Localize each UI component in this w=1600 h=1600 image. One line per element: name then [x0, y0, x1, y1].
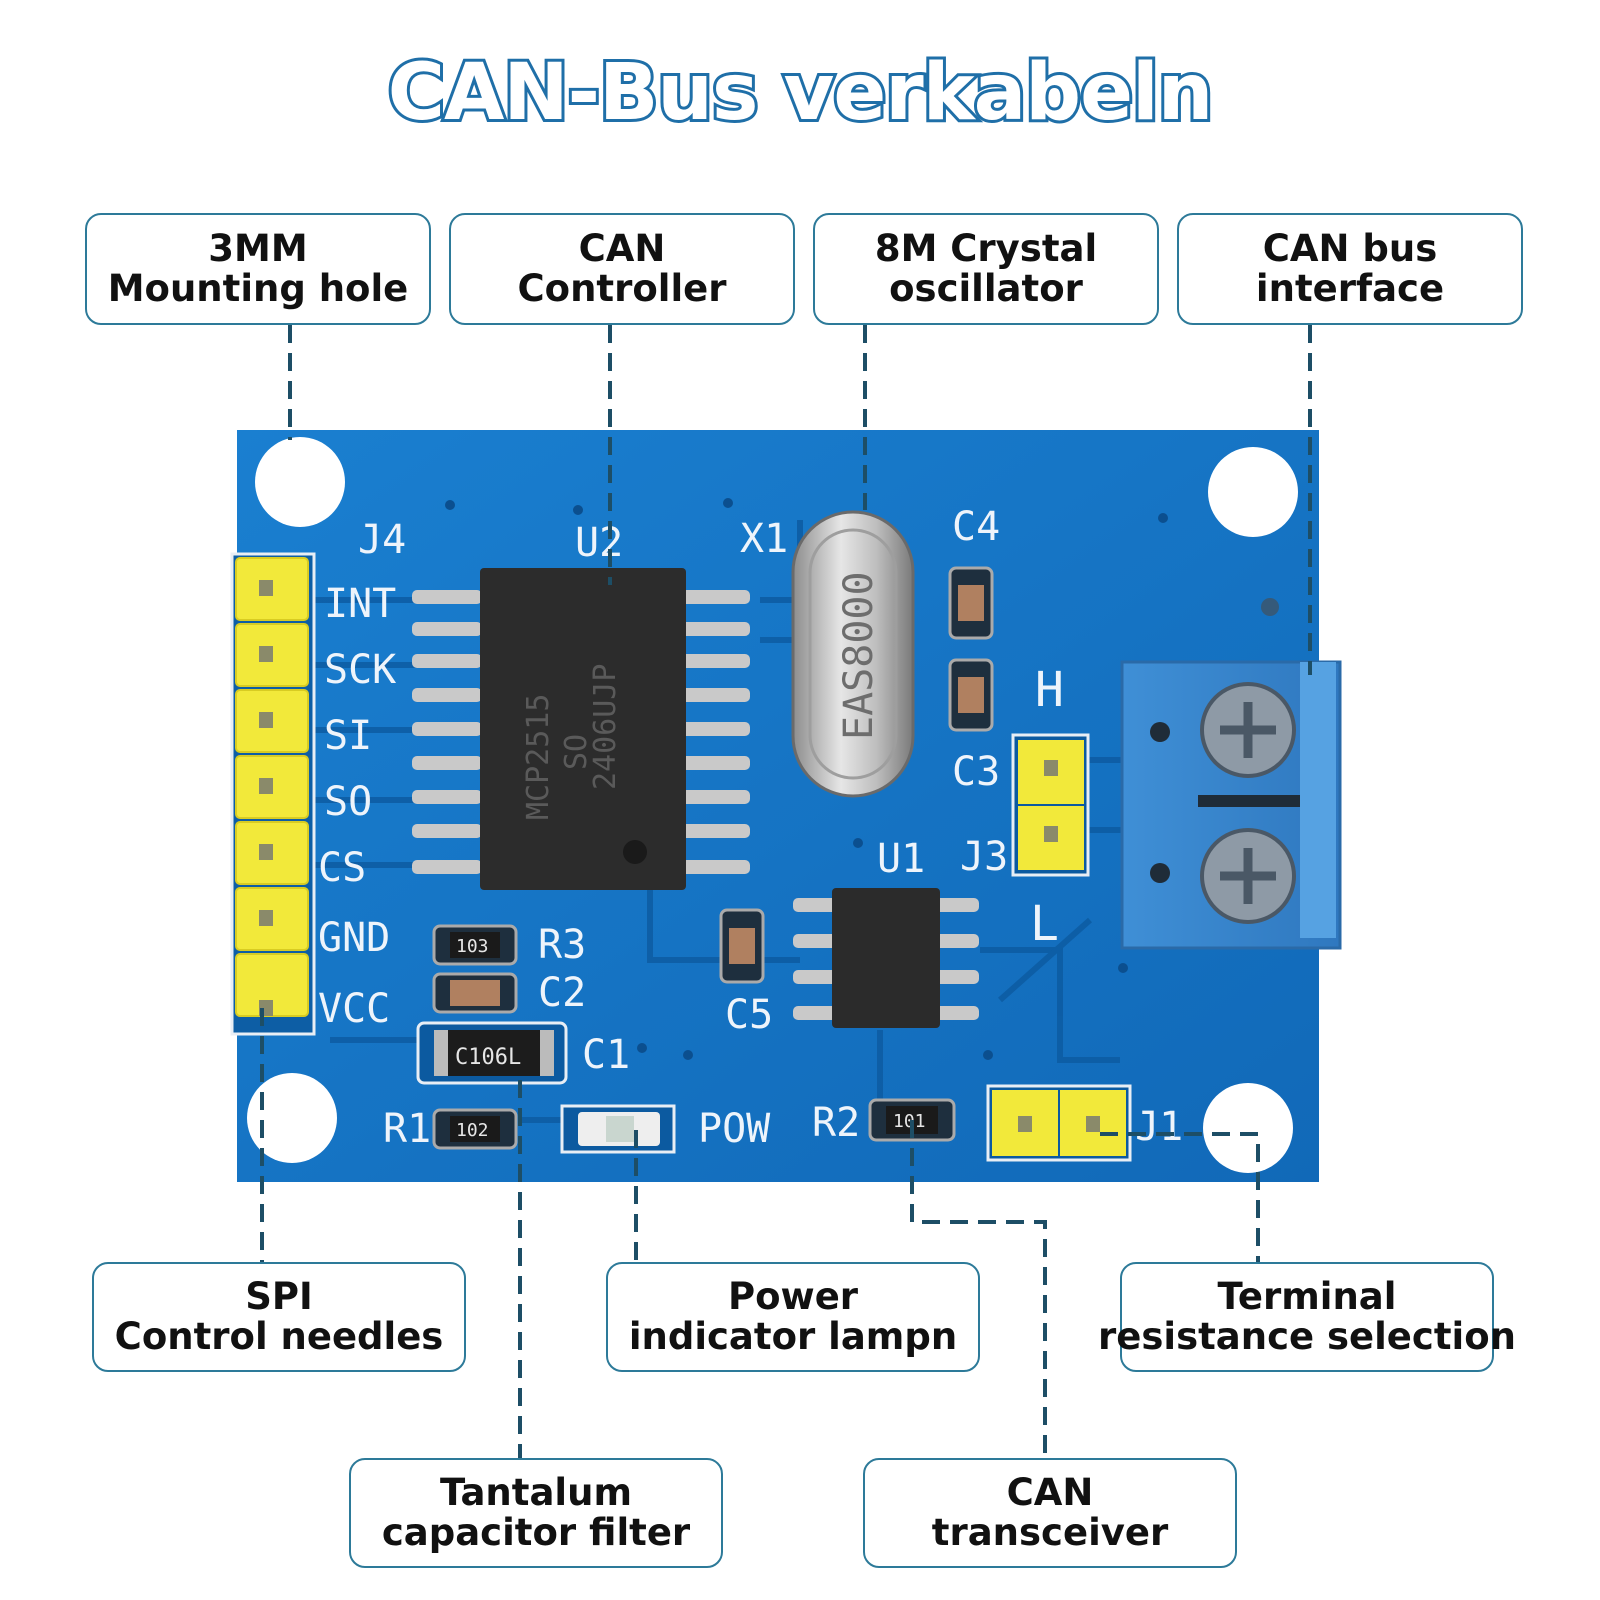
r2-marking: 101 [893, 1111, 926, 1132]
label-u1: U1 [877, 836, 925, 882]
page-title: CAN-Bus verkabeln [385, 45, 1217, 141]
smd-resistor [432, 1108, 518, 1150]
callout-text: resistance selection [1098, 1315, 1516, 1358]
mounting-hole [1208, 447, 1298, 537]
callout-bus-interface: CAN bus interface [1177, 213, 1523, 325]
callout-text: 8M Crystal [874, 227, 1098, 270]
pin-label-sck: SCK [324, 647, 396, 693]
crystal-marking: EAS8000 [836, 571, 882, 740]
callout-text: 3MM [208, 227, 308, 270]
can-bus-terminal-block [1120, 660, 1342, 950]
callout-can-controller: CAN Controller [449, 213, 795, 325]
callout-text: SPI [245, 1275, 313, 1318]
smd-capacitor [948, 566, 994, 640]
mounting-hole [247, 1073, 337, 1163]
mounting-hole [1203, 1083, 1293, 1173]
callout-power-led: Power indicator lampn [606, 1262, 980, 1372]
r1-marking: 102 [456, 1120, 489, 1141]
pin-label-vcc: VCC [318, 986, 390, 1032]
label-j4: J4 [358, 517, 406, 563]
smd-capacitor [719, 908, 765, 984]
label-x1: X1 [740, 516, 788, 562]
label-c5: C5 [725, 992, 773, 1038]
pin-label-so: SO [324, 779, 372, 825]
callout-text: Power [727, 1275, 859, 1318]
j3-jumper-header [1011, 733, 1090, 877]
label-l: L [1030, 896, 1059, 952]
smd-resistor [432, 924, 518, 966]
smd-capacitor [948, 658, 994, 732]
label-r3: R3 [538, 922, 586, 968]
label-j1: J1 [1135, 1104, 1183, 1150]
power-led [560, 1104, 676, 1154]
pin-label-gnd: GND [318, 915, 390, 961]
label-c1: C1 [582, 1032, 630, 1078]
j1-jumper-header [986, 1084, 1132, 1162]
chip-marking-date: 2406UJP [588, 664, 623, 790]
callout-text: CAN [578, 227, 666, 270]
tantalum-marking: C106L [455, 1045, 521, 1070]
vias [445, 498, 1279, 1060]
callout-text: oscillator [889, 267, 1083, 310]
callout-text: Terminal [1217, 1275, 1397, 1318]
silkscreen-labels: J4 INT SCK SI SO CS GND VCC U2 X1 C4 C3 … [318, 504, 1183, 1152]
mounting-hole [255, 437, 345, 527]
r3-marking: 103 [456, 936, 489, 957]
crystal-oscillator [791, 510, 915, 798]
callout-text: Mounting hole [107, 267, 409, 310]
label-c2: C2 [538, 970, 586, 1016]
callout-text: indicator lampn [628, 1315, 958, 1358]
callout-text: capacitor filter [381, 1511, 691, 1554]
can-controller-chip [412, 568, 750, 890]
callout-text: Tantalum [439, 1471, 632, 1514]
callout-text: transceiver [931, 1511, 1169, 1554]
leader-lines [260, 325, 1312, 1458]
callout-text: CAN bus [1262, 227, 1438, 270]
label-r2: R2 [812, 1100, 860, 1146]
label-r1: R1 [383, 1106, 431, 1152]
leader-terminal-resistance [1100, 1132, 1260, 1262]
chip-marking-so: SO [559, 734, 594, 770]
callout-crystal: 8M Crystal oscillator [813, 213, 1159, 325]
label-u2: U2 [575, 520, 623, 566]
callout-tantalum: Tantalum capacitor filter [349, 1458, 723, 1568]
callout-mounting-hole: 3MM Mounting hole [85, 213, 431, 325]
callout-text: Control needles [114, 1315, 444, 1358]
callout-text: interface [1255, 267, 1445, 310]
pin-label-cs: CS [318, 845, 366, 891]
pin-label-int: INT [324, 581, 396, 627]
callout-text: Controller [517, 267, 727, 310]
spi-pin-header [235, 557, 309, 1017]
callout-text: CAN [1006, 1471, 1094, 1514]
chip-marking-mcp2515: MCP2515 [521, 694, 556, 820]
label-pow: POW [698, 1106, 771, 1152]
callout-spi-pins: SPI Control needles [92, 1262, 466, 1372]
pin-label-si: SI [324, 713, 372, 759]
callout-terminal-resistance: Terminal resistance selection [1098, 1262, 1516, 1372]
smd-capacitor [432, 972, 518, 1014]
label-c4: C4 [952, 504, 1000, 550]
label-h: H [1035, 662, 1064, 718]
can-transceiver-chip [793, 888, 979, 1028]
label-c3: C3 [952, 749, 1000, 795]
leader-transceiver [910, 1120, 1047, 1458]
tantalum-capacitor [416, 1021, 568, 1085]
label-j3: J3 [960, 834, 1008, 880]
callout-transceiver: CAN transceiver [863, 1458, 1237, 1568]
